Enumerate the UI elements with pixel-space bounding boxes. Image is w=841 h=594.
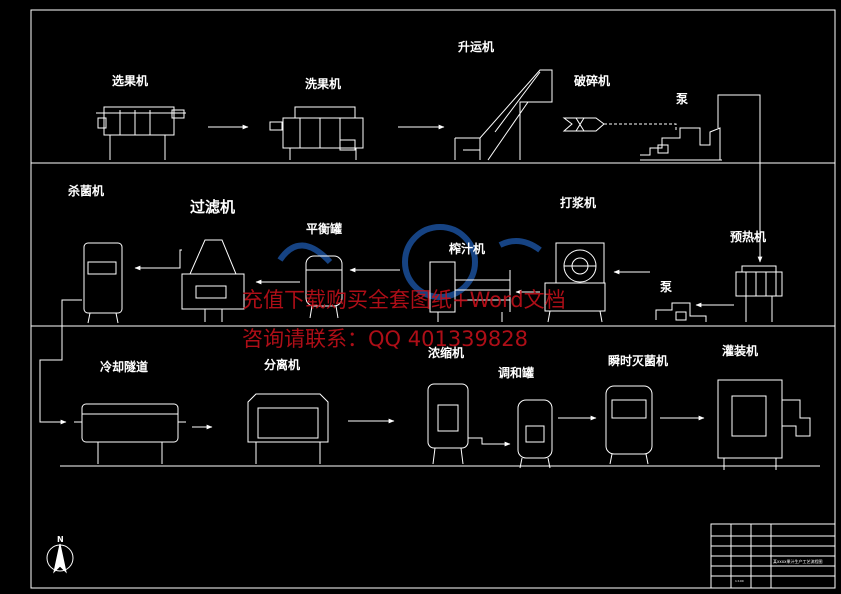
label-sterilizer: 杀菌机 — [68, 184, 105, 198]
label-juicer: 榨汁机 — [449, 242, 486, 256]
label-filter: 过滤机 — [190, 198, 236, 216]
pipe-pump-to-preheater — [717, 94, 761, 215]
watermark-logo — [277, 224, 542, 300]
label-concentrator: 浓缩机 — [428, 346, 465, 360]
arrow-filter-to-sterilizer — [134, 249, 182, 271]
label-fruit-sorter: 选果机 — [112, 74, 149, 88]
pump-middle — [655, 302, 707, 322]
pipe-crusher-to-pump — [604, 123, 677, 131]
sterilizer-machine — [83, 242, 123, 324]
label-cooling-tunnel: 冷却隧道 — [100, 360, 149, 374]
blending-tank — [517, 399, 553, 469]
title-block — [710, 523, 836, 589]
preheater-machine — [735, 265, 783, 322]
crusher-machine — [562, 117, 605, 132]
elevator-conveyor — [454, 69, 553, 161]
separator-machine — [247, 393, 329, 464]
label-pump-top: 泵 — [676, 92, 689, 106]
cooling-tunnel — [74, 403, 186, 464]
label-balance-tank: 平衡罐 — [306, 222, 343, 236]
label-flash-sterilizer: 瞬时灭菌机 — [608, 354, 669, 368]
label-preheater: 预热机 — [730, 230, 767, 244]
title-block-title: 某xxxx果汁生产工艺流程图 — [773, 559, 823, 564]
label-blending-tank: 调和罐 — [498, 366, 535, 380]
arrow-sterilizer-to-cooling — [39, 299, 82, 425]
label-fruit-washer: 洗果机 — [305, 77, 342, 91]
north-arrow-symbol — [46, 543, 74, 574]
title-block-scale: 1:100 — [735, 579, 744, 583]
watermark-line-1: 充值下载购买全套图纸+Word文档 — [242, 288, 566, 312]
label-pump-middle: 泵 — [660, 280, 673, 294]
fruit-washer-machine — [269, 106, 364, 160]
label-elevator: 升运机 — [458, 40, 495, 54]
label-crusher: 破碎机 — [574, 74, 611, 88]
label-pulper: 打浆机 — [560, 196, 597, 210]
filter-machine — [181, 239, 245, 322]
pulper-machine — [544, 242, 606, 323]
label-filling-machine: 灌装机 — [722, 344, 759, 358]
pump-top — [640, 127, 722, 161]
balance-tank — [305, 255, 343, 319]
watermark-line-2: 咨询请联系：QQ 401339828 — [242, 327, 528, 351]
flash-sterilizer-machine — [605, 385, 653, 465]
north-label: N — [57, 535, 64, 544]
filling-machine — [717, 379, 811, 470]
fruit-sorter-machine — [96, 106, 186, 160]
juicer-machine — [429, 261, 511, 322]
label-separator: 分离机 — [264, 358, 301, 372]
drawing-border — [30, 9, 836, 589]
arrow-concentrator-to-blending — [468, 437, 511, 447]
concentrator-machine — [427, 383, 469, 465]
